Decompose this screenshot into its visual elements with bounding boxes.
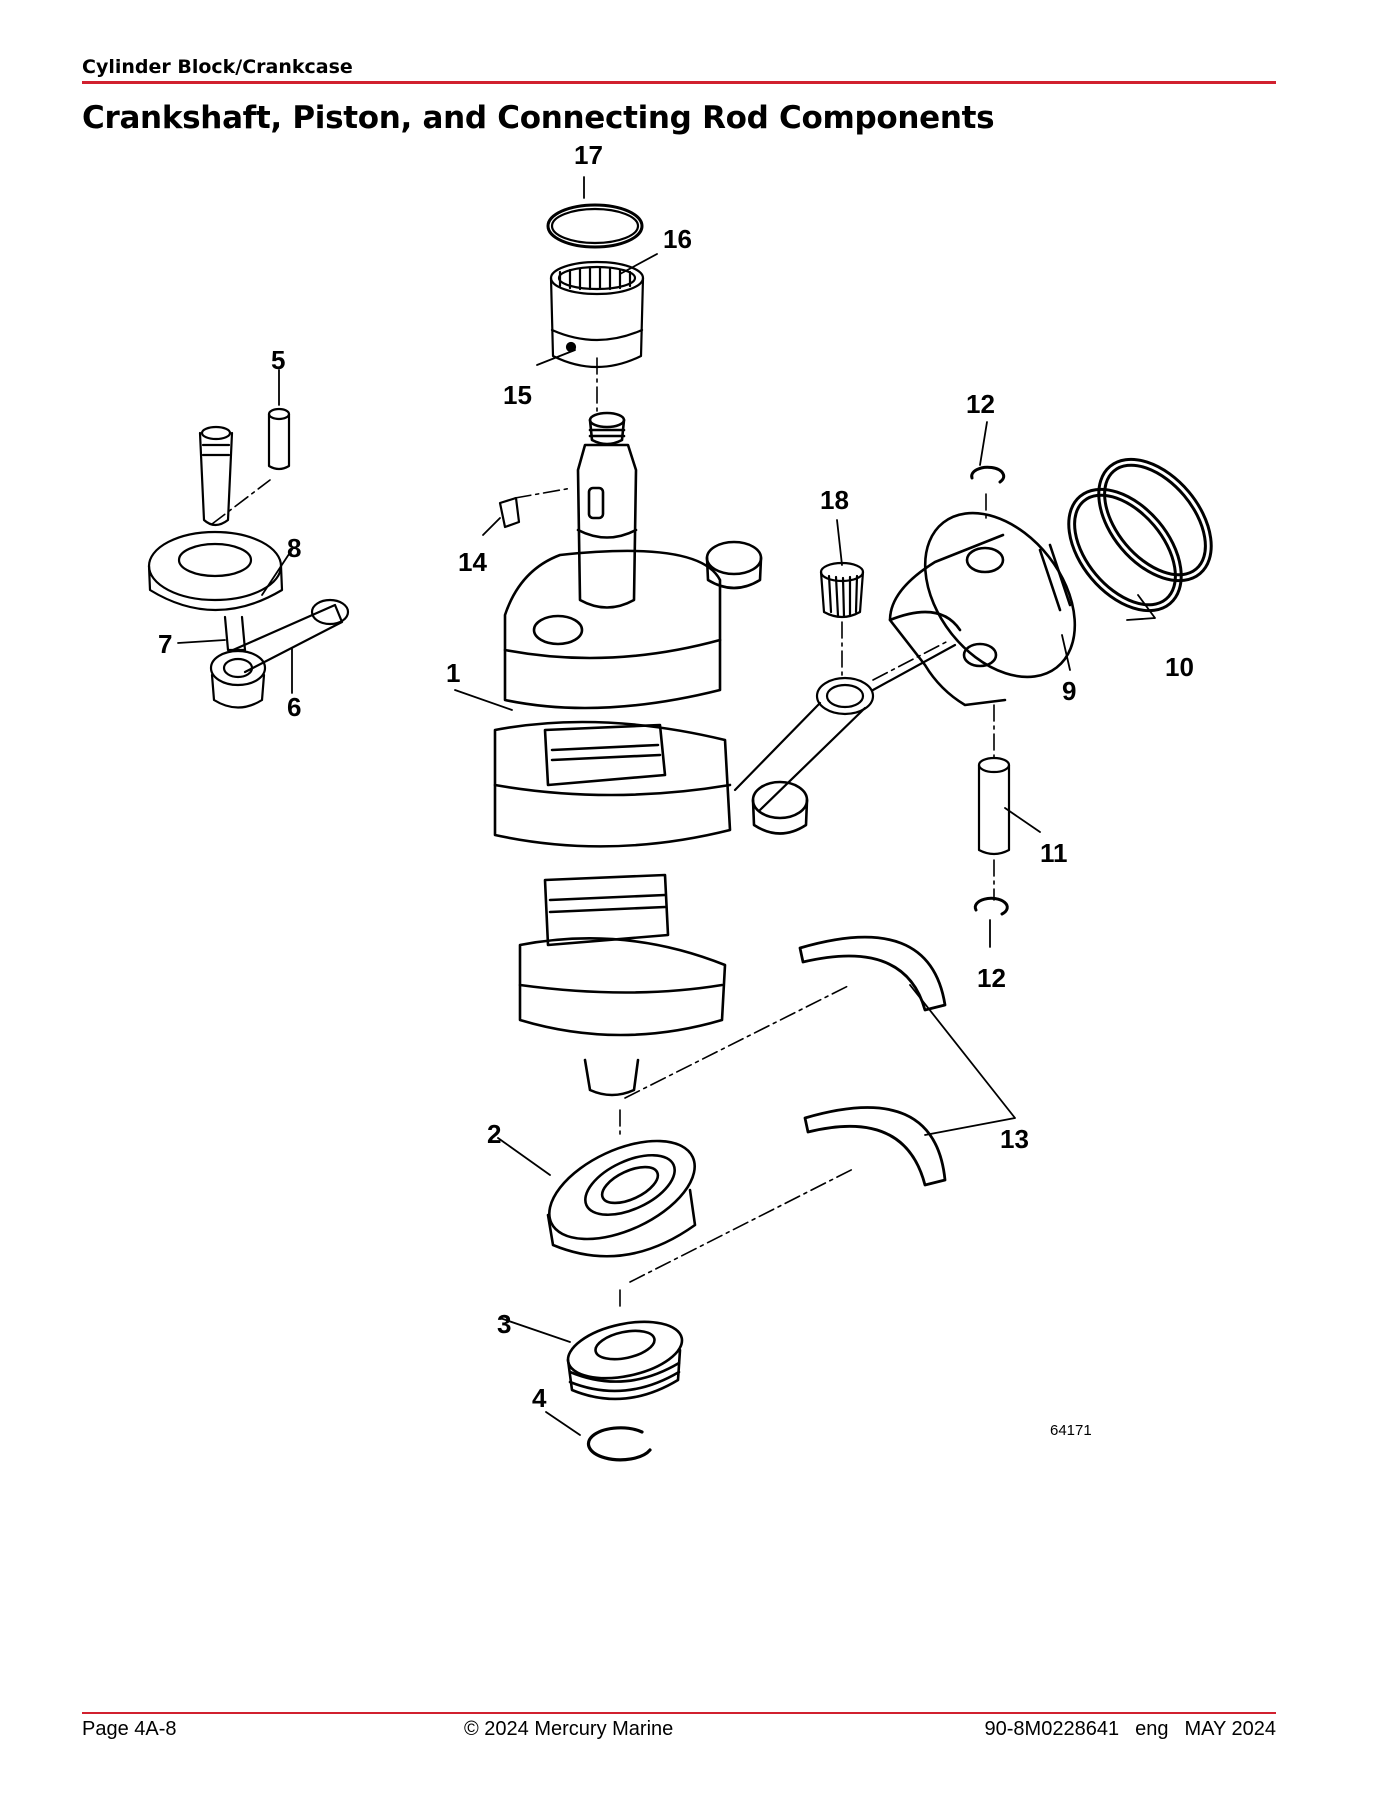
part-3-seal (566, 1320, 684, 1401)
document-info: 90-8M0228641 eng MAY 2024 (969, 1718, 1276, 1741)
part-5-locating-pin (267, 407, 291, 471)
callout-3: 3 (497, 1309, 511, 1339)
callout-numbers: 1 2 3 4 5 6 7 8 9 10 11 12 12 13 14 15 1… (158, 140, 1194, 1439)
doc-language: eng (1135, 1718, 1169, 1740)
callout-12-upper: 12 (966, 389, 995, 419)
footer-rule (82, 1712, 1276, 1714)
part-18-needle-bearing (819, 561, 865, 619)
section-header: Cylinder Block/Crankcase (82, 56, 353, 78)
copyright: © 2024 Mercury Marine (464, 1718, 674, 1740)
callout-11: 11 (1040, 838, 1068, 868)
page-number: Page 4A-8 (82, 1718, 177, 1740)
callout-14: 14 (458, 547, 487, 577)
callout-16: 16 (663, 224, 692, 254)
part-9-piston (888, 511, 1077, 707)
callout-17: 17 (574, 140, 603, 170)
figure-id: 64171 (1050, 1422, 1092, 1439)
part-2-ball-bearing (546, 1139, 697, 1258)
callout-10: 10 (1165, 652, 1194, 682)
connecting-rod (733, 643, 957, 812)
part-10-piston-rings (1067, 457, 1213, 613)
alignment-lines (211, 357, 995, 1311)
doc-number: 90-8M0228641 (984, 1718, 1120, 1740)
part-15-16-bearing-sleeve (549, 260, 645, 369)
callout-13: 13 (1000, 1124, 1029, 1154)
callout-9: 9 (1062, 676, 1076, 706)
callout-7: 7 (158, 629, 172, 659)
callout-1: 1 (446, 658, 460, 688)
part-6-7-8-crankshaft-subassembly (147, 425, 350, 709)
part-12-circlip-lower (973, 896, 1009, 916)
header-rule (82, 81, 1276, 84)
callout-6: 6 (287, 692, 301, 722)
callout-12-lower: 12 (977, 963, 1006, 993)
part-14-woodruff-key (498, 496, 521, 529)
part-11-wrist-pin (977, 756, 1011, 856)
doc-date: MAY 2024 (1184, 1718, 1276, 1740)
part-4-retaining-ring (586, 1426, 652, 1462)
part-17-o-ring (546, 203, 644, 249)
part-13-thrust-washers (798, 935, 947, 1187)
leader-lines (177, 176, 1156, 1436)
callout-18: 18 (820, 485, 849, 515)
callout-2: 2 (487, 1119, 501, 1149)
callout-5: 5 (271, 345, 285, 375)
callout-4: 4 (532, 1383, 547, 1413)
callout-8: 8 (287, 533, 301, 563)
callout-15: 15 (503, 380, 532, 410)
page-title: Crankshaft, Piston, and Connecting Rod C… (82, 100, 995, 136)
part-12-circlip-upper (970, 465, 1006, 484)
part-1-crankshaft (493, 411, 809, 1097)
